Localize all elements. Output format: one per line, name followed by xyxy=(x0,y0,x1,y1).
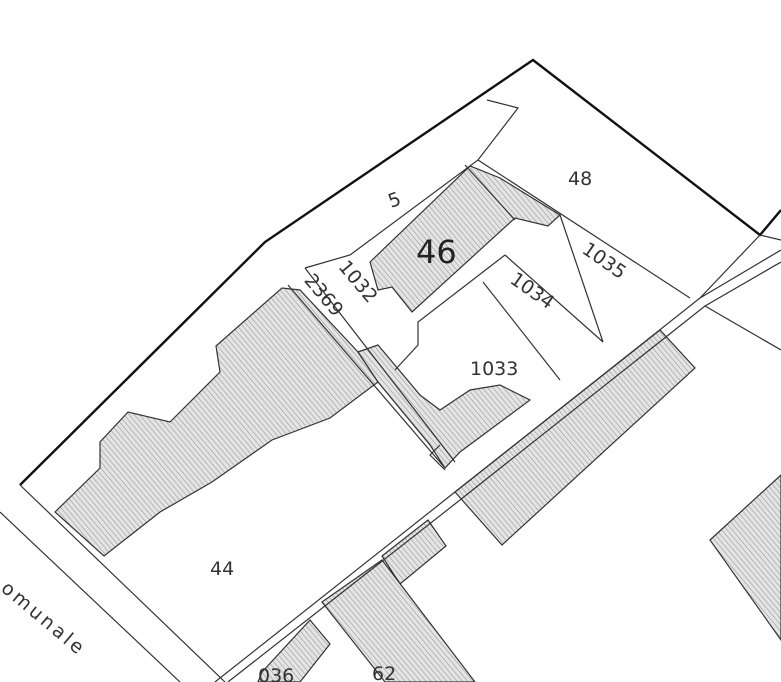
parcel-label-036: 036 xyxy=(258,665,294,682)
building-036 xyxy=(257,619,331,682)
parcel-label-44: 44 xyxy=(210,558,234,580)
street-label: omunale xyxy=(0,577,90,661)
parcel-line xyxy=(559,214,604,343)
parcel-label-1035: 1035 xyxy=(578,238,630,284)
road-line xyxy=(704,305,781,351)
parcel-label-62: 62 xyxy=(372,663,396,682)
road-line xyxy=(699,234,781,299)
parcel-line xyxy=(464,164,516,221)
parcel-line xyxy=(429,444,446,471)
parcel-line xyxy=(394,254,506,371)
building-62 xyxy=(321,559,476,682)
parcel-line xyxy=(504,254,604,343)
building-44 xyxy=(54,287,379,557)
boundary-thick xyxy=(19,58,781,486)
road-line xyxy=(0,511,181,682)
parcel-label-1034: 1034 xyxy=(506,268,558,314)
road-line xyxy=(19,484,226,682)
road-line xyxy=(227,261,781,682)
parcel-line xyxy=(304,267,456,463)
parcel-label-1033: 1033 xyxy=(470,358,518,380)
building-bottom-1 xyxy=(381,519,447,585)
building-46 xyxy=(369,165,561,313)
road-line xyxy=(214,249,781,682)
parcel-line xyxy=(477,159,691,299)
building-far-right xyxy=(709,474,781,642)
parcel-line xyxy=(482,281,561,381)
parcel-label-5: 5 xyxy=(385,188,404,213)
parcel-line xyxy=(287,284,446,469)
building-strip xyxy=(357,344,532,469)
parcel-label-48: 48 xyxy=(568,168,592,190)
parcel-label-46: 46 xyxy=(416,233,457,271)
